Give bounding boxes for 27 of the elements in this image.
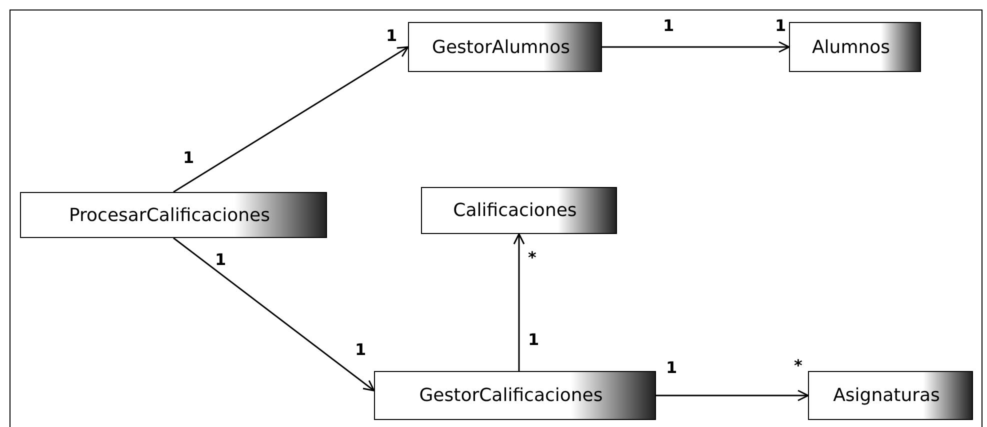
association-arrow bbox=[173, 237, 375, 392]
class-name: Alumnos bbox=[812, 36, 892, 58]
multiplicity-label: * bbox=[794, 358, 802, 374]
multiplicity-label: 1 bbox=[528, 332, 540, 348]
class-box bbox=[20, 192, 327, 238]
class-name: Asignaturas bbox=[833, 385, 941, 406]
multiplicity-label: 1 bbox=[775, 18, 786, 34]
class-box bbox=[808, 371, 973, 420]
class-box bbox=[408, 22, 602, 72]
association-arrow bbox=[656, 390, 809, 402]
multiplicity-label: 1 bbox=[666, 360, 678, 376]
class-box bbox=[374, 371, 656, 420]
multiplicity-label: 1 bbox=[663, 18, 674, 34]
multiplicity-label: 1 bbox=[215, 252, 226, 268]
multiplicity-label: 1 bbox=[386, 28, 398, 44]
class-name: GestorAlumnos bbox=[432, 36, 571, 58]
multiplicity-label: 1 bbox=[183, 150, 194, 166]
multiplicity-label: 1 bbox=[355, 342, 366, 358]
association-arrow bbox=[173, 46, 409, 193]
multiplicity-label: * bbox=[528, 250, 536, 266]
class-box bbox=[421, 187, 617, 234]
class-name: ProcesarCalificaciones bbox=[69, 204, 271, 226]
class-box bbox=[789, 22, 921, 72]
association-arrow bbox=[602, 41, 790, 53]
association-arrow bbox=[513, 233, 525, 371]
class-name: GestorCalificaciones bbox=[419, 385, 604, 406]
class-name: Calificaciones bbox=[453, 200, 578, 221]
